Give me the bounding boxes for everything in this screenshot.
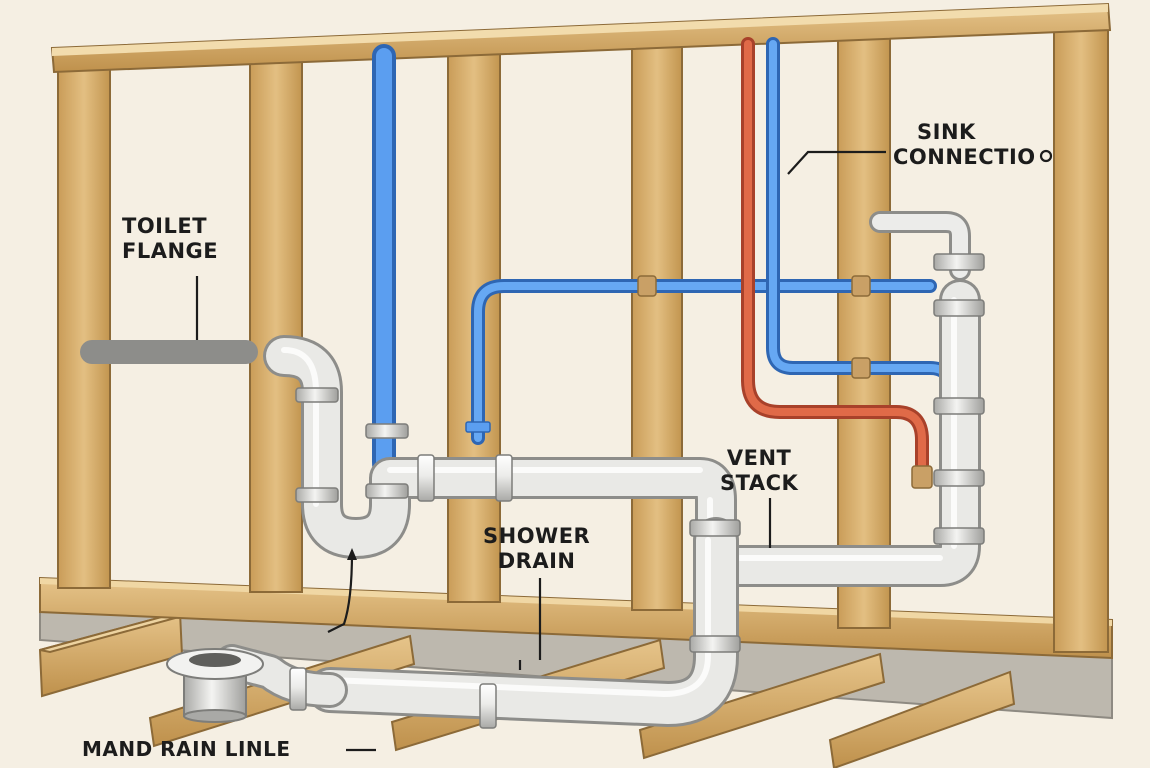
vent-stack-label: VENT STACK <box>720 446 798 496</box>
shower-drain-label-line1: SHOWER <box>483 524 591 548</box>
shower-drain-label-line2: DRAIN <box>497 549 576 573</box>
pvc-couplings <box>289 253 985 729</box>
pipe-fittings <box>465 275 933 489</box>
drain-pipes <box>80 211 981 727</box>
wall-studs <box>57 21 1109 653</box>
toilet-flange-label-line2: FLANGE <box>122 239 219 263</box>
floor-drain-fitting <box>166 648 264 723</box>
sink-connection-label: SINK CONNECTIO <box>893 120 1036 170</box>
leader-lines <box>195 149 1053 752</box>
vent-stack-label-line2: STACK <box>720 471 799 495</box>
sink-connection-label-line2: CONNECTIO <box>893 145 1036 169</box>
top-plate <box>50 2 1112 74</box>
shower-drain-label: SHOWER DRAIN <box>483 524 590 574</box>
floor-joists <box>38 610 1016 768</box>
toilet-flange-label-line1: TOILET <box>122 214 208 238</box>
sink-connection-label-line1: SINK <box>917 120 976 144</box>
vent-stack-label-line1: VENT <box>726 446 792 470</box>
main-drain-line-label: MAND RAIN LINLE <box>82 737 291 761</box>
hot-water-line <box>741 37 929 481</box>
toilet-flange-label: TOILET FLANGE <box>122 214 218 264</box>
